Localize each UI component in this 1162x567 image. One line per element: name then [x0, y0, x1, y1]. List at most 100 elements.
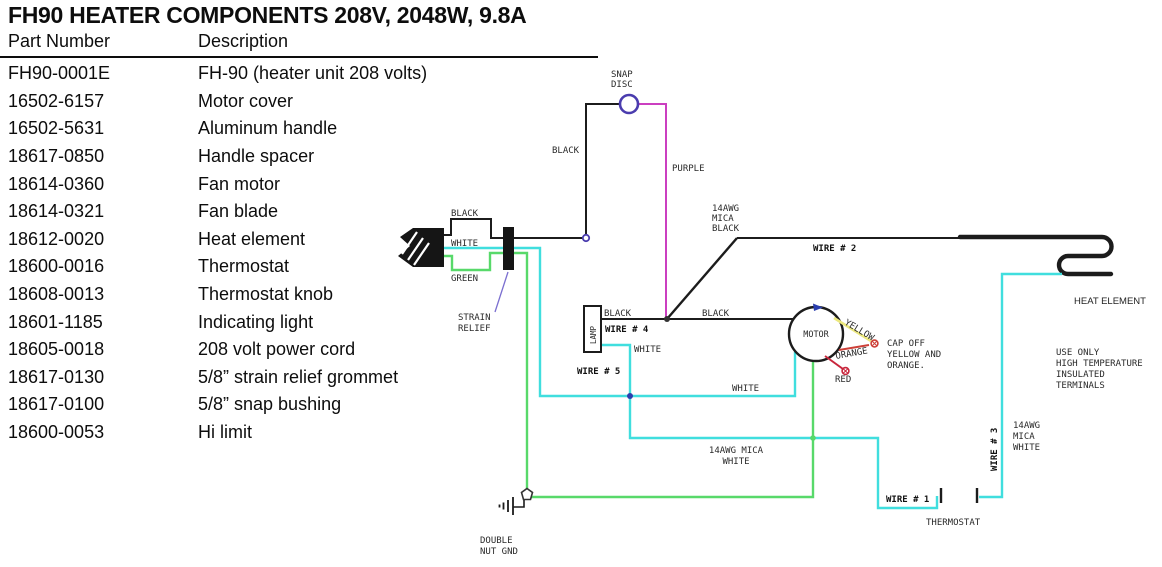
- purple-label: PURPLE: [672, 164, 705, 174]
- part-description: Fan motor: [198, 173, 281, 194]
- junction-node-solid: [664, 316, 670, 322]
- use-only-note-2: HIGH TEMPERATURE: [1056, 359, 1143, 369]
- part-description: Handle spacer: [198, 146, 315, 167]
- part-description: 208 volt power cord: [198, 339, 356, 360]
- part-number: 18600-0016: [8, 256, 105, 277]
- part-number: 18605-0018: [8, 339, 105, 360]
- junction-node-open: [581, 233, 591, 243]
- part-description: 5/8” snap bushing: [198, 394, 342, 415]
- motor-ground-green-wire: [531, 361, 815, 499]
- part-description: Fan blade: [198, 201, 279, 222]
- part-description: 5/8” strain relief grommet: [198, 366, 399, 387]
- table-header-rule: [0, 56, 598, 58]
- double-nut-symbol: [520, 487, 534, 501]
- lamp-black-label: BLACK: [604, 309, 632, 319]
- capped-terminal-x: [872, 341, 877, 346]
- white-junction-dot: [627, 393, 633, 399]
- thermostat-label: THERMOSTAT: [926, 518, 981, 528]
- awg-white-bottom-label-1: 14AWG MICA: [709, 446, 764, 456]
- red-terminal-x: [843, 368, 848, 374]
- awg-black-label-3: BLACK: [712, 224, 740, 234]
- table-row: 16502-5631 Aluminum handle: [8, 115, 427, 143]
- heat-element-label: HEAT ELEMENT: [1074, 296, 1146, 307]
- page-title: FH90 HEATER COMPONENTS 208V, 2048W, 9.8A: [8, 2, 527, 28]
- col-header-description: Description: [198, 31, 289, 51]
- part-description: Thermostat knob: [198, 284, 334, 305]
- part-number: 18601-1185: [8, 311, 103, 332]
- power-cord-hatch: [401, 231, 430, 266]
- double-nut-gnd-label-2: NUT GND: [480, 547, 518, 557]
- part-number: 18612-0020: [8, 228, 105, 249]
- motor-black-label: BLACK: [702, 309, 730, 319]
- table-row: 18608-0013 Thermostat knob: [8, 281, 427, 309]
- lamp-label: LAMP: [589, 325, 598, 344]
- strain-relief-bushing: [503, 227, 514, 270]
- motor-terminal-arrow: [813, 303, 823, 311]
- cap-off-note-3: ORANGE.: [887, 361, 925, 371]
- table-row: 18617-0130 5/8” strain relief grommet: [8, 364, 427, 392]
- yellow-label: YELLOW: [842, 318, 876, 344]
- table-row: FH90-0001E FH-90 (heater unit 208 volts): [8, 60, 427, 88]
- wire-5-white-run: [601, 343, 939, 510]
- part-number: 18617-0100: [8, 394, 105, 415]
- snap-disc-label-1: SNAP: [611, 70, 633, 80]
- strain-relief-label-1: STRAIN: [458, 313, 491, 323]
- wire-5-label: WIRE # 5: [577, 367, 620, 377]
- part-description: Hi limit: [198, 422, 252, 443]
- green-crossing-dot: [810, 435, 816, 441]
- snap-disc-black-wire: [585, 103, 619, 235]
- table-row: 18605-0018 208 volt power cord: [8, 336, 427, 364]
- table-row: 18614-0321 Fan blade: [8, 198, 427, 226]
- strain-relief-pointer: [494, 271, 509, 313]
- lamp-white-label: WHITE: [634, 345, 661, 355]
- part-number: 16502-5631: [8, 118, 105, 139]
- wire-1-label: WIRE # 1: [886, 495, 929, 505]
- use-only-note-3: INSULATED: [1056, 370, 1105, 380]
- snap-disc-symbol: [618, 93, 640, 115]
- black-snap-label: BLACK: [552, 146, 580, 156]
- col-header-part-number: Part Number: [8, 31, 111, 51]
- wire-3-white-run: [979, 272, 1062, 499]
- part-description: FH-90 (heater unit 208 volts): [198, 63, 428, 84]
- awg-white-bottom-label-2: WHITE: [722, 457, 749, 467]
- motor-label: MOTOR: [803, 330, 829, 340]
- wire-2-label: WIRE # 2: [813, 244, 856, 254]
- part-number: 18617-0130: [8, 366, 105, 387]
- awg-black-label-2: MICA: [712, 214, 734, 224]
- ground-hook: [513, 500, 525, 508]
- part-number: FH90-0001E: [8, 63, 111, 84]
- purple-wire: [638, 103, 667, 317]
- lamp-symbol: [583, 305, 602, 353]
- double-nut-gnd-label-1: DOUBLE: [480, 536, 513, 546]
- part-number: 18614-0321: [8, 201, 105, 222]
- table-row: 18612-0020 Heat element: [8, 226, 427, 254]
- part-description: Heat element: [198, 228, 306, 249]
- awg-white-right-label-3: WHITE: [1013, 443, 1040, 453]
- cord-black-label: BLACK: [451, 209, 479, 219]
- yellow-lead: [833, 316, 872, 343]
- strain-relief-label-2: RELIEF: [458, 324, 491, 334]
- snap-disc-label-2: DISC: [611, 80, 633, 90]
- awg-white-right-label-1: 14AWG: [1013, 421, 1040, 431]
- cord-white-label: WHITE: [451, 239, 478, 249]
- heat-element-coil: [957, 234, 1114, 277]
- table-row: 18614-0360 Fan motor: [8, 170, 427, 198]
- cap-off-note-1: CAP OFF: [887, 339, 925, 349]
- part-number: 18617-0850: [8, 146, 105, 167]
- part-number: 18614-0360: [8, 173, 105, 194]
- wire-4-label: WIRE # 4: [605, 325, 649, 335]
- use-only-note-4: TERMINALS: [1056, 381, 1105, 391]
- power-cord-entry: [398, 228, 444, 267]
- part-description: Aluminum handle: [198, 118, 338, 139]
- wire-3-label: WIRE # 3: [990, 428, 1000, 471]
- part-number: 18608-0013: [8, 284, 105, 305]
- ground-symbol: [498, 497, 514, 515]
- wire-2-diagonal: [666, 237, 738, 320]
